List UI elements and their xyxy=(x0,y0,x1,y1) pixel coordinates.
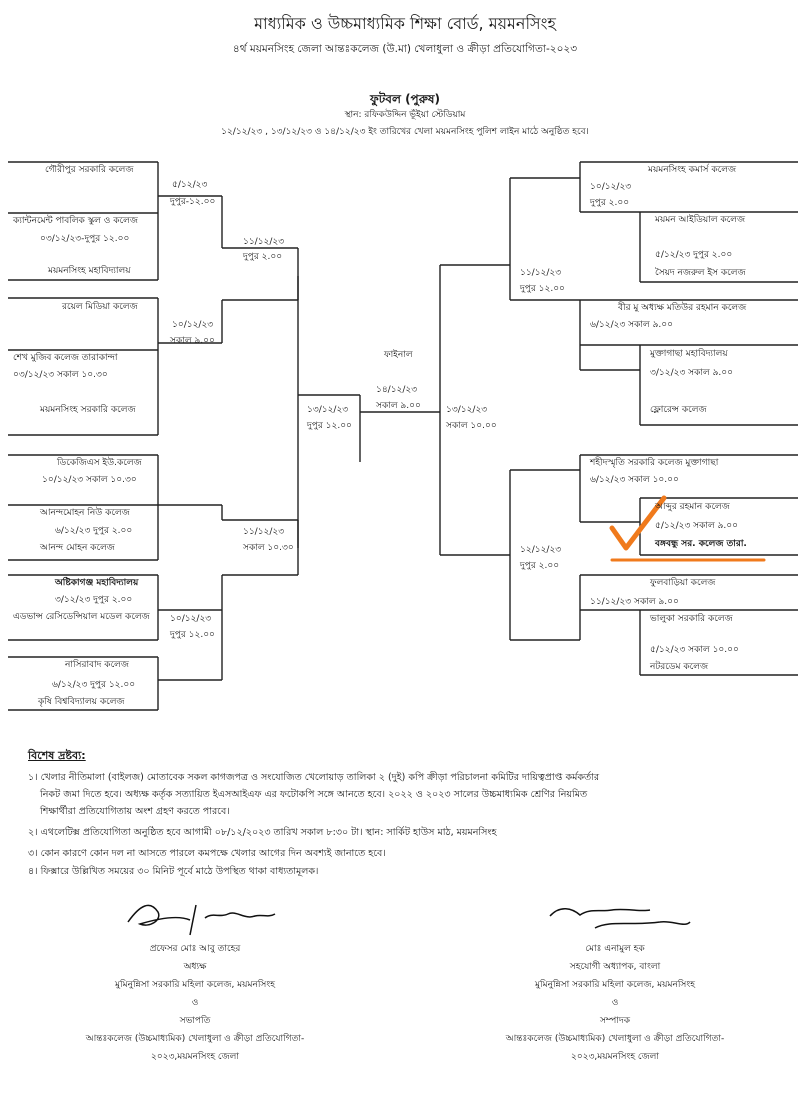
team-right-11: ভালুকা সরকারি কলেজ xyxy=(650,614,733,624)
team-left-9: আনন্দ মোহন কলেজ xyxy=(40,543,115,553)
signer-right-role: সহযোগী অধ্যাপক, বাংলা xyxy=(569,962,661,972)
sport-title: ফুটবল (পুরুষ) xyxy=(369,92,441,106)
match-time: ৫/১২/২৩ দুপুর ২.০০ xyxy=(655,250,733,260)
match-date: ১১/১২/২৩ xyxy=(520,268,562,278)
match-date: ১০/১২/২৩ xyxy=(590,182,632,192)
signer-right-comp1: আন্তঃকলেজ (উচ্চমাধ্যমিক) খেলাধুলা ও ক্রী… xyxy=(505,1034,725,1044)
match-time: ৫/১২/২৩ সকাল ১০.০০ xyxy=(650,645,739,655)
match-date: ১১/১২/২৩ xyxy=(243,527,285,537)
final-date: ১৪/১২/২৩ xyxy=(376,385,418,395)
signer-left-pos: সভাপতি xyxy=(179,1016,211,1026)
team-left-1: গৌরীপুর সরকারি কলেজ xyxy=(45,165,134,175)
team-right-10: ফুলবাড়িয়া কলেজ xyxy=(650,578,716,588)
team-left-3: ময়মনসিংহ মহাবিদ্যালয় xyxy=(48,266,131,276)
match-time: ১১/১২/২৩ সকাল ৯.০০ xyxy=(590,597,679,607)
team-right-6: ফ্লোরেন্স কলেজ xyxy=(650,405,707,415)
match-time: ০৩/১২/২৩ সকাল ১০.৩০ xyxy=(13,370,108,380)
final-label: ফাইনাল xyxy=(384,350,413,360)
match-date: ১০/১২/২৩ xyxy=(170,614,212,624)
note-1c: শিক্ষার্থীরা প্রতিযোগিতায় অংশ গ্রহণ করত… xyxy=(40,806,230,817)
match-time: ৬/১২/২৩ দুপুর ১২.০০ xyxy=(52,680,136,690)
match-time: সকাল ১০.৩০ xyxy=(243,543,294,553)
match-time: দুপুর ১২.০০ xyxy=(307,421,352,431)
final-time: সকাল ৯.০০ xyxy=(376,401,421,411)
signer-right-inst: মুমিনুন্নিসা সরকারি মহিলা কলেজ, ময়মনসিং… xyxy=(535,980,695,990)
match-time: সকাল ৯.০০ xyxy=(170,336,215,346)
signer-left-role: অধ্যক্ষ xyxy=(183,962,207,972)
team-left-12: নাসিরাবাদ কলেজ xyxy=(65,660,129,670)
signer-left-comp2: ২০২৩,ময়মনসিংহ জেলা xyxy=(151,1052,239,1062)
match-time: ৬/১২/২৩ সকাল ৯.০০ xyxy=(590,320,673,330)
signer-right-name: মোঃ এনামুল হক xyxy=(585,944,645,954)
signer-left-and: ও xyxy=(191,998,199,1008)
venue-text: স্থান: রফিকউদ্দিন ভূঁইয়া স্টেডিয়াম xyxy=(344,110,466,120)
team-right-2: ময়মন আইডিয়াল কলেজ xyxy=(655,215,746,225)
match-date: ১১/১২/২৩ xyxy=(243,237,285,247)
signature-left xyxy=(127,904,276,936)
signer-right-comp2: ২০২৩,ময়মনসিংহ জেলা xyxy=(571,1052,659,1062)
note-1b: নিকট জমা দিতে হবে। অধ্যক্ষ কর্তৃক সত্যায… xyxy=(40,789,588,800)
team-left-10: অষ্টিকাগঞ্জ মহাবিদ্যালয় xyxy=(55,578,139,588)
match-time: দুপুর ২.০০ xyxy=(243,252,283,262)
team-right-9: বঙ্গবন্ধু সর. কলেজ তারা. xyxy=(655,539,747,549)
match-date: ৫/১২/২৩ xyxy=(172,180,208,190)
match-date: ১৩/১২/২৩ xyxy=(446,405,488,415)
signer-right-and: ও xyxy=(611,998,619,1008)
team-left-11: এডভান্স রেসিডেন্সিয়াল মডেল কলেজ xyxy=(13,612,150,622)
match-date: ১৩/১২/২৩ xyxy=(307,405,349,415)
signer-left-name: প্রফেসর মোঃ আবু তাহের xyxy=(149,944,241,954)
team-left-2: ক্যান্টনমেন্ট পাবলিক স্কুল ও কলেজ xyxy=(13,216,138,226)
check-mark-icon xyxy=(609,495,766,562)
match-time: দুপুর ১২.০০ xyxy=(170,630,215,640)
event-title: ৪র্থ ময়মনসিংহ জেলা আন্তঃকলেজ (উ.মা) খেল… xyxy=(232,43,578,55)
match-time: ৫/১২/২৩ সকাল ৯.০০ xyxy=(655,521,738,531)
note-3: ৩। কোন কারণে কোন দল না আসতে পারলে কমপক্ষ… xyxy=(28,848,386,859)
signature-right xyxy=(549,908,691,929)
match-time: ৬/১২/২৩ দুপুর ২.০০ xyxy=(55,526,133,536)
match-time: ০৩/১২/২৩-দুপুর ১২.০০ xyxy=(40,234,130,244)
match-time: দুপুর ১২.০০ xyxy=(520,284,565,294)
team-right-7: শহীদস্মৃতি সরকারি কলেজ মুক্তাগাছা xyxy=(590,458,719,468)
match-time: সকাল ১০.০০ xyxy=(446,421,497,431)
team-right-12: নটরডেম কলেজ xyxy=(650,662,708,672)
match-time: দুপুর ২.০০ xyxy=(520,561,560,571)
signer-left-comp1: আন্তঃকলেজ (উচ্চমাধ্যমিক) খেলাধুলা ও ক্রী… xyxy=(85,1034,305,1044)
venue-note: ১২/১২/২৩ , ১৩/১২/২৩ ও ১৪/১২/২৩ ইং তারিখে… xyxy=(221,127,589,137)
team-left-7: ডিকেজিএস ইউ.কলেজ xyxy=(57,458,142,468)
signer-right-pos: সম্পাদক xyxy=(599,1016,630,1026)
note-4: ৪। ফিক্সারে উল্লিখিত সময়ের ৩০ মিনিট পূর… xyxy=(28,866,319,877)
note-2: ২। এথলেটিক্স প্রতিযোগিতা অনুষ্ঠিত হবে আগ… xyxy=(28,827,497,838)
match-date: ১০/১২/২৩ xyxy=(172,320,214,330)
note-1a: ১। খেলার নীতিমালা (বাইলজ) মোতাবেক সকল কা… xyxy=(28,772,600,783)
match-date: ১২/১২/২৩ xyxy=(520,545,562,555)
team-left-4: রয়েল মিডিয়া কলেজ xyxy=(62,302,138,312)
board-title: মাধ্যমিক ও উচ্চমাধ্যমিক শিক্ষা বোর্ড, ময… xyxy=(254,14,556,33)
match-time: ১০/১২/২৩ সকাল ১০.৩০ xyxy=(42,475,137,485)
match-time: ৩/১২/২৩ সকাল ৯.০০ xyxy=(650,368,733,378)
notes-title: বিশেষ দ্রষ্টব্য: xyxy=(28,749,86,762)
team-left-6: ময়মনসিংহ সরকারি কলেজ xyxy=(40,405,136,415)
team-right-5: মুক্তাগাছা মহাবিদ্যালয় xyxy=(650,349,728,359)
signer-left-inst: মুমিনুন্নিসা সরকারি মহিলা কলেজ, ময়মনসিং… xyxy=(115,980,275,990)
team-right-8: আব্দুর রহমান কলেজ xyxy=(655,502,730,512)
team-right-3: সৈয়দ নজরুল ইস কলেজ xyxy=(655,268,746,278)
match-time: দুপুর-১২.০০ xyxy=(170,197,216,207)
team-left-13: কৃষি বিশ্ববিদ্যালয় কলেজ xyxy=(38,697,125,707)
team-left-8: আনন্দমোহন নিউ কলেজ xyxy=(40,508,130,518)
match-time: ৬/১২/২৩ সকাল ১০.০০ xyxy=(590,475,679,485)
match-time: দুপুর ২.০০ xyxy=(590,198,630,208)
team-left-5: শেখ মুজিব কলেজ তারাকান্দা xyxy=(13,353,118,363)
team-right-4: বীর মু অধ্যক্ষ মতিউর রহমান কলেজ xyxy=(618,303,747,313)
team-right-1: ময়মনসিংহ কমার্স কলেজ xyxy=(648,165,737,175)
match-time: ৩/১২/২৩ দুপুর ২.০০ xyxy=(55,595,133,605)
